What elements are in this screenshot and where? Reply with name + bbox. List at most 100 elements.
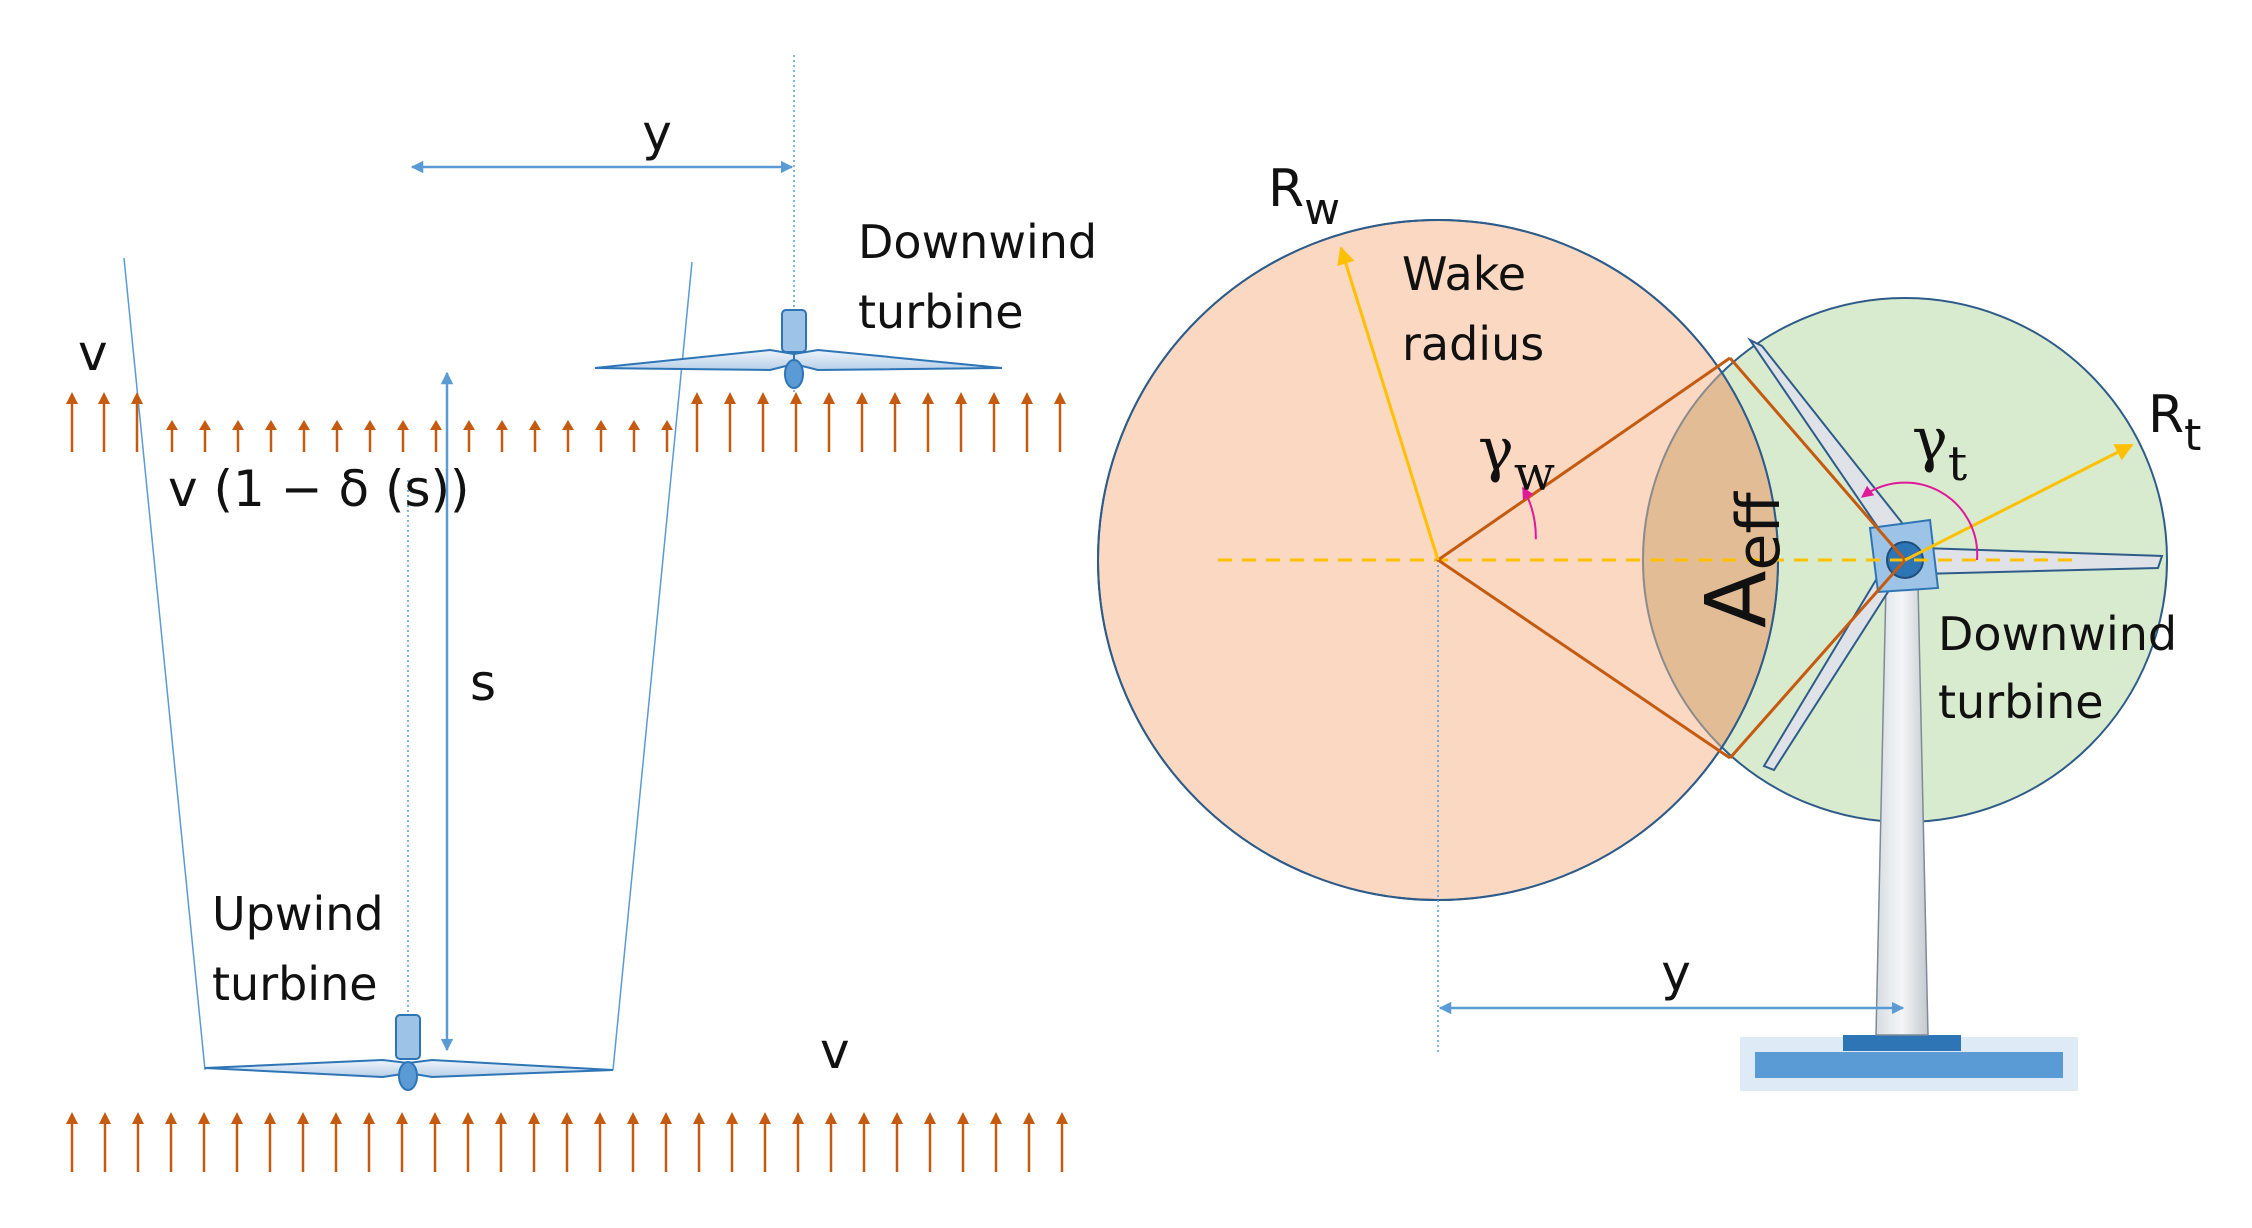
wind-arrow [595, 420, 607, 452]
wind-arrow [726, 1112, 738, 1172]
wind-arrow [298, 420, 310, 452]
freestream-wind-arrows-left [66, 392, 143, 452]
wake-label-line1: Wake [1402, 247, 1526, 301]
nacelle [781, 309, 807, 353]
wind-arrow [297, 1112, 309, 1172]
offset-label: y [642, 104, 672, 162]
downwind-label-line2: turbine [858, 285, 1024, 339]
wind-arrow [528, 1112, 540, 1172]
effective-area-label: Aeff [1687, 491, 1794, 628]
wind-arrow [1056, 1112, 1068, 1172]
wake-radius-arrow [1337, 246, 1440, 561]
wake-boundary-left [123, 257, 206, 1071]
incoming-wind-arrows [66, 1112, 1068, 1172]
wind-arrow [363, 1112, 375, 1172]
wind-arrow [891, 1112, 903, 1172]
wind-arrow [265, 420, 277, 452]
wake-boundary-right [612, 261, 693, 1071]
right-diagram: y Rw Wake radius γw γt Aeff Rt Downwind … [1097, 159, 2201, 1091]
nacelle [395, 1014, 421, 1060]
separation-label: s [470, 654, 496, 712]
downwind-label-right-line2: turbine [1938, 675, 2104, 729]
downwind-label-line1: Downwind [858, 215, 1097, 269]
wind-arrow [823, 392, 835, 452]
turbine-radius-symbol: Rt [2148, 385, 2201, 461]
wind-arrow [98, 392, 110, 452]
wind-arrow [463, 420, 475, 452]
wind-arrow [264, 1112, 276, 1172]
wind-arrow [757, 392, 769, 452]
wake-velocity-label: v (1 − δ (s)) [168, 460, 470, 518]
wind-arrow [889, 392, 901, 452]
wind-arrow [495, 1112, 507, 1172]
gamma-t-arc [1861, 481, 1979, 561]
wind-arrow [661, 420, 673, 452]
wind-arrow [955, 392, 967, 452]
wind-arrow [132, 1112, 144, 1172]
upwind-turbine-topview [204, 1014, 614, 1091]
wind-arrow [462, 1112, 474, 1172]
wind-arrow [562, 420, 574, 452]
wind-arrow [759, 1112, 771, 1172]
wind-arrow [198, 1112, 210, 1172]
wind-arrow [825, 1112, 837, 1172]
wind-arrow [331, 420, 343, 452]
wake-label-line2: radius [1402, 317, 1544, 371]
wind-arrow [858, 1112, 870, 1172]
wind-arrow [66, 392, 78, 452]
tower-base [1843, 1035, 1961, 1051]
blade-left [594, 348, 795, 372]
wind-arrow [988, 392, 1000, 452]
blade-right [407, 1058, 614, 1079]
wind-arrow [66, 1112, 78, 1172]
wind-arrow [364, 420, 376, 452]
wind-arrow [430, 420, 442, 452]
wind-arrow [396, 1112, 408, 1172]
wind-arrow [628, 420, 640, 452]
wind-arrow [790, 392, 802, 452]
turbine-tower [1740, 583, 2078, 1091]
wind-arrow [1054, 392, 1066, 452]
wind-arrow [957, 1112, 969, 1172]
turbine-blades-front [1747, 337, 2164, 772]
wind-arrow [660, 1112, 672, 1172]
wind-arrow [99, 1112, 111, 1172]
wind-arrow [856, 392, 868, 452]
hub [398, 1061, 418, 1091]
hub [784, 359, 804, 389]
wind-arrow [561, 1112, 573, 1172]
wind-arrow [131, 392, 143, 452]
wind-arrow [792, 1112, 804, 1172]
wind-arrow [199, 420, 211, 452]
tower-shaft [1875, 583, 1929, 1036]
wake-wind-arrows [166, 420, 673, 452]
wind-arrow [594, 1112, 606, 1172]
wind-arrow [990, 1112, 1002, 1172]
wind-speed-label-bottom: v [820, 1022, 850, 1080]
wind-arrow [627, 1112, 639, 1172]
downwind-turbine-topview [594, 309, 1003, 389]
gamma-w-arc [1521, 486, 1537, 540]
wind-arrow [232, 420, 244, 452]
turbine-radius-arrow [1904, 443, 2134, 562]
downwind-label-right-line1: Downwind [1938, 607, 2177, 661]
wake-radius-symbol: Rw [1268, 159, 1340, 235]
foundation [1755, 1052, 2063, 1078]
offset-label-right: y [1661, 944, 1691, 1002]
wind-arrow [922, 392, 934, 452]
wind-arrow [496, 420, 508, 452]
gamma-w-label: γw [1478, 415, 1555, 502]
wind-arrow [529, 420, 541, 452]
wind-arrow [924, 1112, 936, 1172]
wind-arrow [397, 420, 409, 452]
wind-arrow [724, 392, 736, 452]
wind-arrow [330, 1112, 342, 1172]
upwind-label-line1: Upwind [212, 887, 384, 941]
blade-left [204, 1058, 409, 1079]
wind-arrow [429, 1112, 441, 1172]
wind-arrow [231, 1112, 243, 1172]
wind-arrow [1023, 1112, 1035, 1172]
wind-arrow [166, 420, 178, 452]
